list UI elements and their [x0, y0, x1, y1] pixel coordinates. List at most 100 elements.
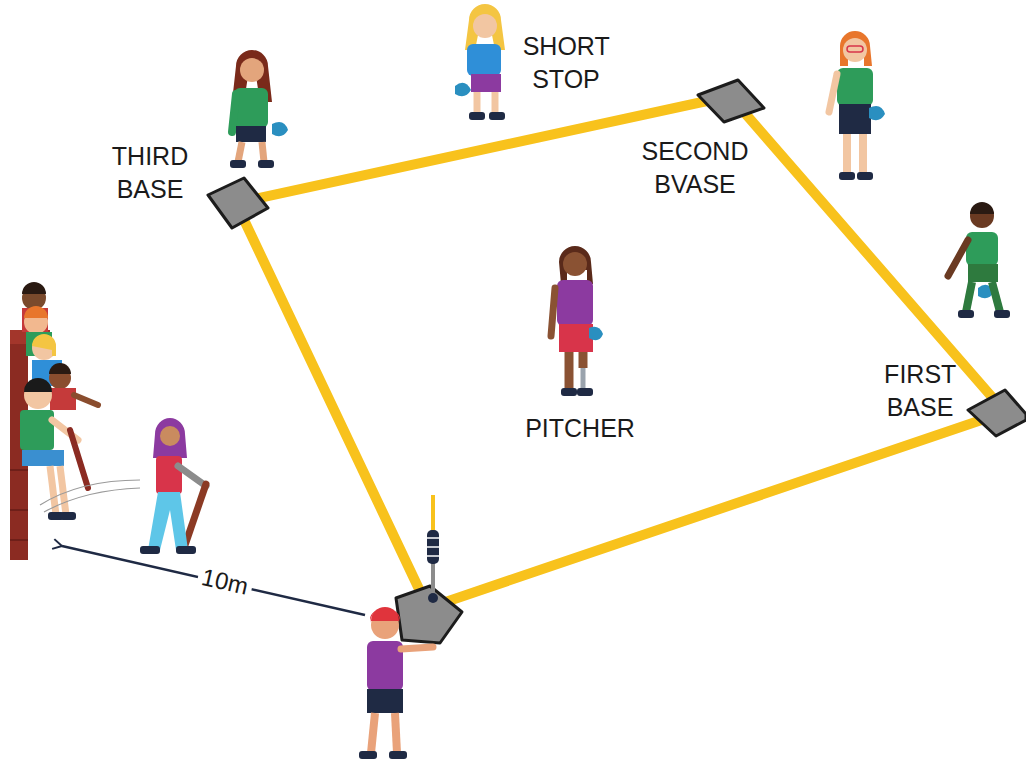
- bench-players-part: [50, 388, 76, 410]
- batter-figure-part: [140, 546, 160, 554]
- fielder-figure-part: [474, 92, 481, 114]
- position-label: THIRD BASE: [112, 140, 188, 205]
- bench-players-part: [60, 512, 76, 520]
- base-bag-part: [968, 390, 1026, 436]
- catcher-figure-part: [371, 713, 375, 753]
- fielder-figure: [948, 202, 1010, 318]
- fielder-figure-part: [992, 282, 1000, 312]
- batter-figure-part: [160, 426, 180, 446]
- fielder-figure-part: [467, 44, 501, 76]
- pitcher-figure-part: [557, 280, 593, 326]
- batting-tee-part: [428, 593, 438, 603]
- fielder-figure-part: [970, 202, 994, 214]
- pitcher-figure-part: [551, 288, 555, 336]
- fielder-figure-part: [968, 264, 998, 282]
- batter-figure-part: [176, 546, 196, 554]
- pitcher-figure-part: [565, 352, 574, 390]
- batting-tee-part: [427, 530, 439, 564]
- fielder-figure-part: [489, 112, 505, 120]
- bench-wall-part: [10, 509, 28, 511]
- position-label: FIRST BASE: [884, 358, 956, 423]
- fielder-figure-part: [843, 134, 851, 174]
- fielder-figure: [829, 31, 885, 180]
- fielder-figure-part: [948, 240, 968, 276]
- position-label: SECOND BVASE: [642, 135, 749, 200]
- base-bag-part: [396, 586, 462, 643]
- dimension-arrow: [62, 546, 365, 615]
- fielder-figure-part: [994, 310, 1010, 318]
- bench-players-part: [74, 395, 98, 405]
- catcher-figure-part: [370, 608, 400, 623]
- bench-players-part: [24, 306, 48, 318]
- fielder-figure-part: [837, 68, 873, 106]
- pitcher-figure-part: [559, 324, 593, 352]
- catcher-figure-part: [371, 607, 399, 621]
- pitcher-figure-part: [577, 388, 593, 396]
- catcher-figure-part: [367, 689, 403, 713]
- catcher-figure-part: [359, 751, 377, 759]
- bench-players-part: [24, 378, 52, 392]
- fielder-figure-part: [869, 106, 885, 120]
- fielder-figure-part: [465, 4, 505, 50]
- pitcher-figure-part: [559, 246, 593, 284]
- fielder-figure-part: [262, 142, 264, 162]
- position-label: SHORT STOP: [523, 30, 610, 95]
- batting-tee: [427, 495, 439, 603]
- batter-figure-part: [153, 418, 187, 458]
- fielder-figure-part: [272, 122, 288, 136]
- fielder-figure-part: [829, 74, 837, 112]
- catcher-figure-part: [401, 647, 433, 649]
- pitcher-figure-part: [563, 252, 587, 276]
- fielder-figure-part: [859, 134, 867, 174]
- bench-players-part: [70, 430, 88, 488]
- base-path: [236, 96, 1005, 608]
- base-path-part: [236, 96, 1005, 608]
- catcher-figure-part: [395, 713, 397, 753]
- fielder-figure-part: [230, 160, 246, 168]
- fielder-figure: [455, 4, 505, 120]
- pitcher-figure: [551, 246, 603, 396]
- catcher-figure: [359, 607, 433, 759]
- fielder-figure-part: [473, 14, 497, 38]
- fielder-figure-part: [843, 38, 867, 62]
- batting-tee-part: [427, 537, 439, 539]
- fielder-figure-part: [840, 31, 872, 66]
- fielder-figure-part: [258, 160, 274, 168]
- fielder-figure-part: [966, 282, 972, 312]
- pitcher-figure-part: [561, 388, 577, 396]
- bench-players-part: [44, 488, 140, 512]
- batter-figure-part: [184, 484, 206, 548]
- fielder-figure-part: [240, 58, 264, 82]
- base-bag-part: [698, 80, 764, 122]
- base-bag: [208, 80, 1026, 643]
- fielder-figure-part: [839, 104, 871, 134]
- batter-figure-part: [156, 456, 182, 494]
- bench-players-part: [60, 466, 66, 515]
- fielder-figure-part: [236, 126, 266, 142]
- fielder-figure-part: [232, 94, 236, 132]
- bench-wall-part: [10, 469, 28, 471]
- pitcher-figure-part: [579, 352, 588, 368]
- bench-players-part: [22, 450, 64, 466]
- bench-wall-part: [10, 539, 28, 541]
- fielder-figure-part: [471, 74, 501, 92]
- batter-figure-part: [148, 492, 188, 550]
- bench-players-part: [32, 334, 56, 356]
- bench-players-part: [22, 282, 46, 294]
- bench-players-part: [20, 410, 54, 450]
- pitcher-figure-part: [589, 327, 603, 340]
- fielder-figure-part: [469, 112, 485, 120]
- bench-players-part: [40, 480, 140, 505]
- batter-figure-part: [178, 466, 206, 486]
- fielder-figure-part: [958, 310, 974, 318]
- position-label: PITCHER: [525, 412, 635, 445]
- fielder-figure-part: [839, 172, 855, 180]
- bench-players: [20, 282, 140, 520]
- dimension-arrow-part: [62, 546, 365, 615]
- batting-tee-part: [427, 555, 439, 557]
- fielder-figure-part: [847, 46, 863, 52]
- base-bag-part: [208, 178, 268, 228]
